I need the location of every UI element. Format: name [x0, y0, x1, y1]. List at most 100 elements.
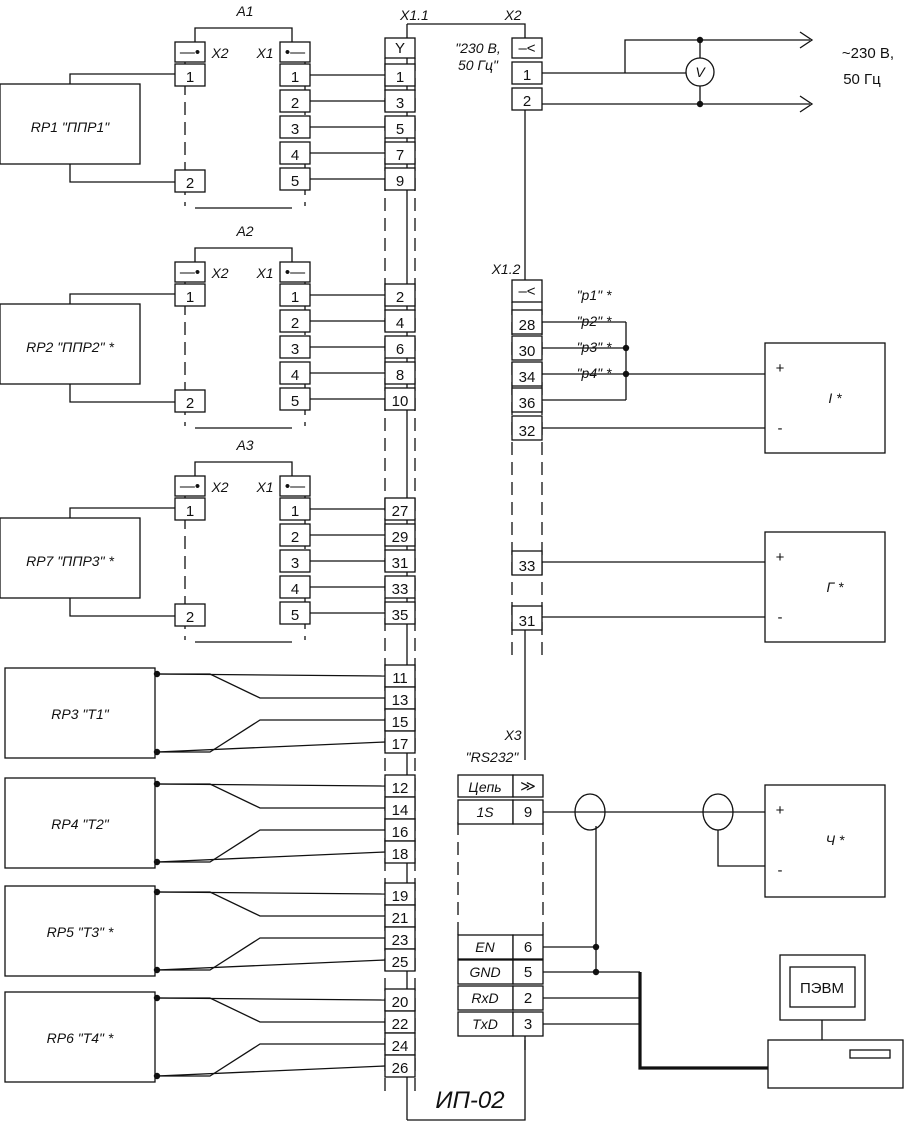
device-label: ИП-02	[435, 1087, 504, 1114]
sensor-ppr-1-wire-a	[69, 73, 175, 84]
x11-term-7-cell	[384, 141, 416, 165]
sensor-t-2-box	[4, 777, 156, 869]
voltmeter-label: V	[695, 64, 706, 80]
sensor-ppr-3-x2-label: X2	[210, 479, 228, 495]
sensor-t-1-box	[4, 667, 156, 759]
x3-row-pin-3: 5	[524, 964, 532, 981]
sensor-t-2-wire-3	[157, 829, 385, 863]
x11-term-17: 17	[392, 736, 409, 753]
sensor-ppr-3-module-label: A3	[235, 437, 253, 453]
mains-arrow-1	[799, 31, 814, 49]
x11-term-1: 1	[396, 69, 404, 86]
en-dot	[592, 943, 600, 951]
x2-connector-glyph: –<	[518, 40, 535, 57]
x3-row-pin-1: 9	[524, 804, 532, 821]
sensor-ppr-1-x2-connector	[174, 41, 206, 63]
sensor-ppr-3-wire-a	[69, 507, 175, 518]
x3-header-glyph: ≫	[520, 778, 536, 795]
sensor-ppr-3-out-2: 2	[291, 529, 299, 546]
x11-term-5: 5	[396, 121, 404, 138]
x11-term-8-cell	[384, 361, 416, 385]
x12-pin-36-cell	[511, 387, 543, 413]
jumper-dot-1	[622, 344, 630, 352]
sensor-t-1-label: RP3 "T1"	[51, 706, 109, 722]
sensor-ppr-3-x2-connector	[174, 475, 206, 497]
sensor-ppr-3-module-bracket	[194, 461, 293, 476]
x3-row-5-name	[457, 1011, 514, 1037]
x3-row-1-name	[457, 799, 514, 825]
x2-pin-2: 2	[523, 93, 531, 110]
x11-term-15: 15	[392, 714, 409, 731]
load-1-label: I *	[828, 390, 842, 406]
x11-term-31-cell	[384, 549, 416, 573]
x11-term-23: 23	[392, 932, 409, 949]
sensor-ppr-3-out-5: 5	[291, 607, 299, 624]
x12-pin-31-cell	[511, 605, 543, 631]
sensor-ppr-1-x2-pin-2-cell	[174, 169, 206, 193]
sensor-ppr-3-label: RP7 "ППР3" *	[26, 553, 114, 569]
sensor-ppr-3-out-1: 1	[291, 503, 299, 520]
x11-term-2: 2	[396, 289, 404, 306]
x12-pin-34-cell	[511, 361, 543, 387]
mains-frequency-label: 50 Гц	[843, 71, 881, 88]
x11-term-24: 24	[392, 1038, 409, 1055]
x3-row-name-1: 1S	[476, 804, 494, 820]
sensor-ppr-1-out-2: 2	[291, 95, 299, 112]
x11-term-18: 18	[392, 846, 409, 863]
x2-desc-1: "230 В,	[455, 40, 500, 56]
sensor-ppr-2-box	[0, 303, 141, 385]
sensor-ppr-1-out-4: 4	[291, 147, 299, 164]
sensor-ppr-2-x2-connector	[174, 261, 206, 283]
sensor-t-4-wire-4	[156, 1065, 386, 1077]
x3-row-name-5: TxD	[472, 1016, 498, 1032]
sensor-t-1-wire-2	[157, 673, 385, 699]
sensor-ppr-1-module-label: A1	[235, 3, 253, 19]
x11-term-10-cell	[384, 387, 416, 411]
x11-term-29-cell	[384, 523, 416, 547]
x11-term-4-cell	[384, 309, 416, 333]
sensor-ppr-2-label: RP2 "ППР2" *	[26, 339, 114, 355]
x12-pin-36: 36	[519, 395, 536, 412]
pc-drive	[849, 1049, 891, 1059]
x11-term-27-cell	[384, 497, 416, 521]
x11-term-8: 8	[396, 367, 404, 384]
load-3-minus: -	[778, 862, 783, 879]
sensor-ppr-3-wire-b	[69, 598, 175, 617]
sensor-ppr-2-module-label: A2	[235, 223, 253, 239]
sensor-ppr-2-x2-glyph: —•	[180, 264, 200, 281]
x11-term-11: 11	[392, 670, 408, 687]
sensor-t-4-wire-3	[157, 1043, 385, 1077]
x11-term-2-cell	[384, 283, 416, 307]
x11-term-19: 19	[392, 888, 409, 905]
x11-term-21: 21	[392, 910, 409, 927]
x11-term-7: 7	[396, 147, 404, 164]
pc-case	[767, 1039, 904, 1089]
mains-arrow-2	[799, 95, 814, 113]
load-1-minus: -	[778, 420, 783, 437]
sensor-ppr-2-x2-label: X2	[210, 265, 228, 281]
x12-pin-31: 31	[519, 613, 536, 630]
x11-term-22: 22	[392, 1016, 409, 1033]
x11-term-25: 25	[392, 954, 409, 971]
jumper-label-3: "p3" *	[577, 339, 612, 355]
voltmeter-circle	[685, 57, 715, 87]
x3-row-name-3: GND	[469, 964, 500, 980]
x3-row-pin-5: 3	[524, 1016, 532, 1033]
sensor-ppr-3-box	[0, 517, 141, 599]
sensor-ppr-1-wire-b	[69, 164, 175, 183]
sensor-ppr-3-x2-pin-1: 1	[186, 503, 194, 520]
x12-pin-32: 32	[519, 423, 536, 440]
sensor-ppr-3-out-3: 3	[291, 555, 299, 572]
x2-desc-2: 50 Гц"	[458, 57, 499, 73]
x11-term-14: 14	[392, 802, 409, 819]
sensor-t-4-label: RP6 "T4" *	[47, 1030, 114, 1046]
sensor-ppr-1-out-1: 1	[291, 69, 299, 86]
sensor-t-2-wire-2	[157, 783, 385, 809]
sensor-ppr-1-x2-pin-1-cell	[174, 63, 206, 87]
x3-row-name-2: EN	[475, 939, 495, 955]
sensor-ppr-2-wire-a	[69, 293, 175, 304]
sensor-ppr-2-out-5: 5	[291, 393, 299, 410]
x11-term-31: 31	[392, 555, 409, 572]
load-3-plus: +	[776, 802, 785, 819]
sensor-t-3-wire-2	[157, 891, 385, 917]
